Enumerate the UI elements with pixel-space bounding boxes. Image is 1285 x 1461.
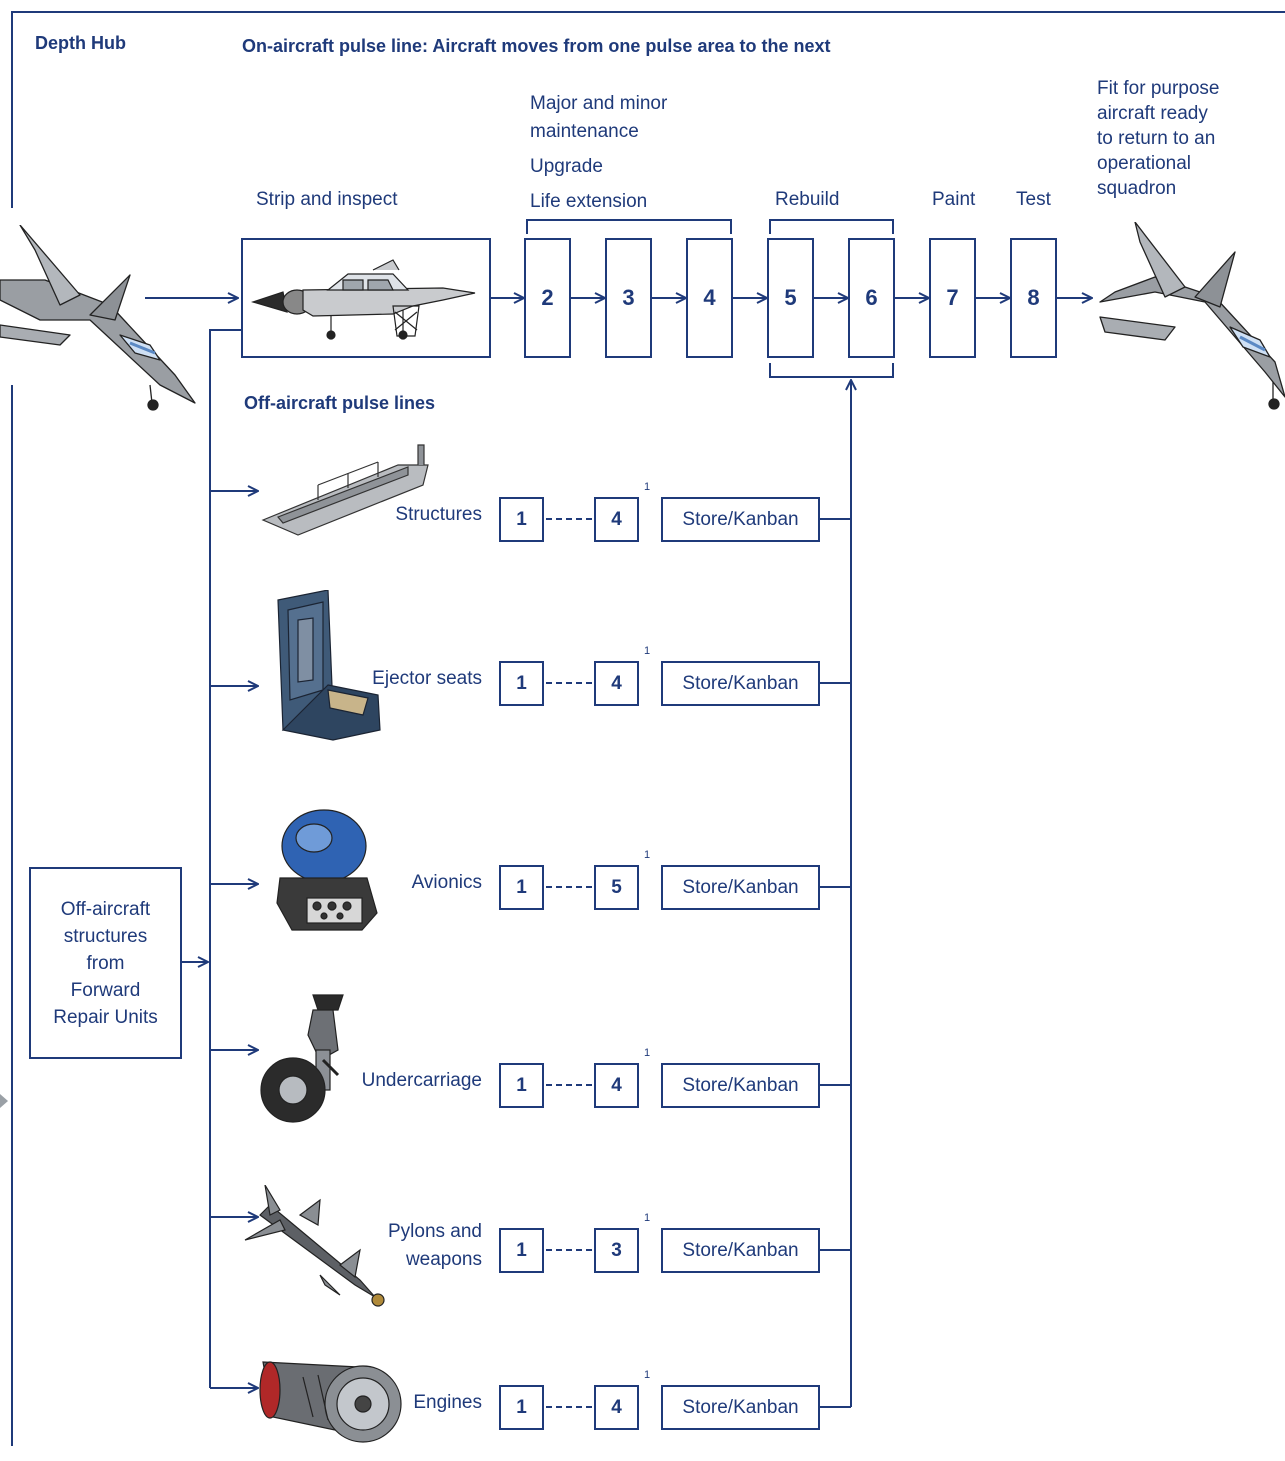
incoming-aircraft-icon xyxy=(0,225,196,411)
component-label-line: Ejector seats xyxy=(372,668,482,689)
wing-structure-icon xyxy=(261,444,429,536)
output-line: Fit for purpose xyxy=(1097,78,1220,99)
rebuild-bracket-bottom xyxy=(769,363,894,378)
station-range-dash xyxy=(546,682,592,684)
edge-marker xyxy=(0,1094,8,1108)
source-line: Off-aircraft xyxy=(60,898,151,920)
output-line: squadron xyxy=(1097,178,1177,199)
store-kanban-box: Store/Kanban xyxy=(661,1385,820,1430)
jet-engine-icon xyxy=(259,1361,402,1443)
station-range-dash xyxy=(546,1084,592,1086)
last-station-box: 4 xyxy=(594,1385,639,1430)
hub-title: Depth Hub xyxy=(35,33,126,53)
footnote-mark: 1 xyxy=(644,1212,651,1224)
component-label-line: Avionics xyxy=(411,872,482,893)
component-label-line: Pylons and xyxy=(387,1221,482,1242)
on-line-title: On-aircraft pulse line: Aircraft moves f… xyxy=(242,36,831,56)
frame-line xyxy=(11,11,1285,208)
source-label: Off-aircraft structures from Forward Rep… xyxy=(53,896,158,1031)
station-range-dash xyxy=(546,886,592,888)
life-extension-line: Life extension xyxy=(530,191,648,212)
missile-icon xyxy=(244,1185,385,1307)
strip-label: Strip and inspect xyxy=(256,189,398,210)
first-station-box: 1 xyxy=(499,865,544,910)
output-line: aircraft ready xyxy=(1097,103,1208,124)
maintenance-bracket xyxy=(526,219,732,234)
component-label-line: Structures xyxy=(395,504,482,525)
off-line-title: Off-aircraft pulse lines xyxy=(244,393,436,413)
maintenance-line: maintenance xyxy=(530,121,639,142)
station-range-dash xyxy=(546,1406,592,1408)
station-range-dash xyxy=(546,1249,592,1251)
last-station-box: 4 xyxy=(594,661,639,706)
component-label-line: Undercarriage xyxy=(361,1070,482,1091)
store-kanban-box: Store/Kanban xyxy=(661,1063,820,1108)
component-label: Ejector seats xyxy=(372,665,482,693)
store-kanban-box: Store/Kanban xyxy=(661,497,820,542)
component-label: Structures xyxy=(395,501,482,529)
maintenance-label: Major and minor maintenance Upgrade Life… xyxy=(530,90,667,216)
first-station-box: 1 xyxy=(499,1385,544,1430)
footnote-mark: 1 xyxy=(644,849,651,861)
footnote-mark: 1 xyxy=(644,1047,651,1059)
station-box-5: 5 xyxy=(767,238,814,358)
station-box-3: 3 xyxy=(605,238,652,358)
first-station-box: 1 xyxy=(499,1063,544,1108)
maintenance-line: Major and minor xyxy=(530,93,668,114)
paint-label: Paint xyxy=(932,189,976,210)
rebuild-bracket-top xyxy=(769,219,894,234)
output-line: operational xyxy=(1097,153,1192,174)
footnote-mark: 1 xyxy=(644,645,651,657)
component-label-line: Engines xyxy=(413,1392,482,1413)
first-station-box: 1 xyxy=(499,1228,544,1273)
station-range-dash xyxy=(546,518,592,520)
store-kanban-box: Store/Kanban xyxy=(661,661,820,706)
source-line: structures xyxy=(63,925,148,947)
last-station-box: 4 xyxy=(594,497,639,542)
last-station-box: 5 xyxy=(594,865,639,910)
component-label: Pylons and weapons xyxy=(388,1218,482,1274)
avionics-radar-icon xyxy=(276,809,378,931)
landing-gear-icon xyxy=(260,994,344,1123)
station-box-7: 7 xyxy=(929,238,976,358)
station-box-6: 6 xyxy=(848,238,895,358)
rebuild-label: Rebuild xyxy=(775,189,840,210)
last-station-box: 3 xyxy=(594,1228,639,1273)
first-station-box: 1 xyxy=(499,661,544,706)
output-label: Fit for purpose aircraft ready to return… xyxy=(1097,76,1220,201)
store-kanban-box: Store/Kanban xyxy=(661,865,820,910)
station-box-4: 4 xyxy=(686,238,733,358)
station-box-8: 8 xyxy=(1010,238,1057,358)
component-label: Engines xyxy=(413,1389,482,1417)
footnote-mark: 1 xyxy=(644,481,651,493)
output-line: to return to an xyxy=(1097,128,1216,149)
station-box-2: 2 xyxy=(524,238,571,358)
upgrade-line: Upgrade xyxy=(530,156,603,177)
component-label-line: weapons xyxy=(405,1249,482,1270)
stripped-airframe-icon xyxy=(250,259,476,340)
source-line: Repair Units xyxy=(53,1006,158,1028)
ejector-seat-icon xyxy=(277,590,381,741)
footnote-mark: 1 xyxy=(644,1369,651,1381)
test-label: Test xyxy=(1016,189,1051,210)
last-station-box: 4 xyxy=(594,1063,639,1108)
feeder-trunk xyxy=(209,329,241,1388)
source-line: Forward xyxy=(70,979,141,1001)
first-station-box: 1 xyxy=(499,497,544,542)
component-label: Undercarriage xyxy=(362,1067,482,1095)
source-line: from xyxy=(86,952,125,974)
source-box: Off-aircraft structures from Forward Rep… xyxy=(29,867,182,1059)
store-kanban-box: Store/Kanban xyxy=(661,1228,820,1273)
strip-inspect-box xyxy=(241,238,491,358)
outgoing-aircraft-icon xyxy=(1099,222,1285,410)
component-label: Avionics xyxy=(412,869,482,897)
